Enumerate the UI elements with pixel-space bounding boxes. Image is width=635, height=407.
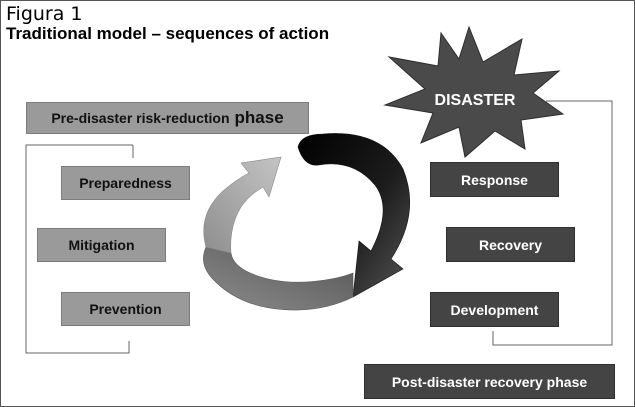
step-recovery: Recovery	[446, 227, 575, 262]
step-preparedness: Preparedness	[61, 166, 190, 200]
figure-title: Traditional model – sequences of action	[6, 24, 330, 43]
pre-phase-bracket	[25, 144, 134, 354]
post-phase-bracket	[492, 100, 613, 346]
cycle-arrow-left	[203, 156, 282, 254]
step-development: Development	[430, 292, 559, 327]
disaster-label: DISASTER	[435, 92, 516, 109]
pre-phase-title: Pre-disaster risk-reduction phase	[26, 102, 309, 134]
pre-phase-title-emph: phase	[234, 108, 284, 127]
figure-label: Figura 1	[6, 3, 83, 25]
step-response: Response	[430, 162, 559, 197]
pre-phase-title-main: Pre-disaster risk-reduction	[51, 110, 230, 126]
cycle-arrow-top	[297, 133, 411, 298]
step-prevention: Prevention	[61, 292, 190, 326]
step-mitigation: Mitigation	[37, 228, 166, 262]
disaster-starburst	[383, 25, 565, 158]
cycle-arrow-bottom	[203, 246, 354, 311]
post-phase-title: Post-disaster recovery phase	[364, 364, 615, 399]
